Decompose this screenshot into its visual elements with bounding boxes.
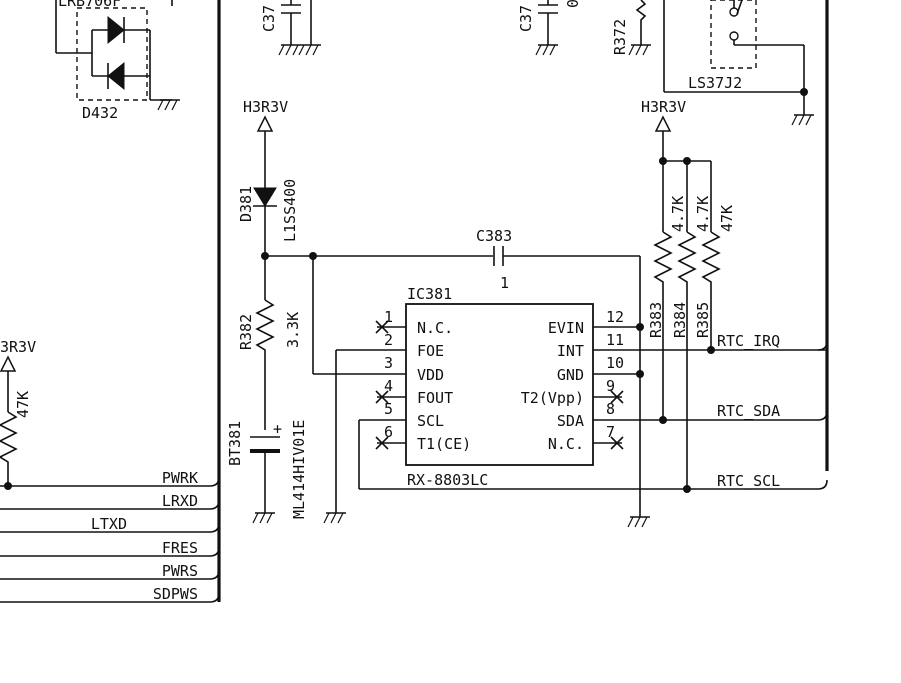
h3r3v-right-label: H3R3V <box>641 98 686 116</box>
ml414-label: ML414HIV01E <box>290 420 308 519</box>
pin-12-number: 12 <box>606 308 624 326</box>
net-pwrk: PWRK <box>162 469 198 487</box>
pin-10-number: 10 <box>606 354 624 372</box>
d432-label: D432 <box>82 104 118 122</box>
ic381-label: IC381 <box>407 285 452 303</box>
ic-part-label: RX-8803LC <box>407 471 488 489</box>
battery-bt381: + BT381 ML414HIV01E <box>226 420 308 524</box>
net-rtc-sda: RTC_SDA <box>717 402 780 420</box>
power-h3r3v-right: H3R3V <box>641 98 686 232</box>
pin-4-number: 4 <box>384 377 393 395</box>
net-fres: FRES <box>162 539 198 557</box>
d432-part-label: LRB706F <box>58 0 121 10</box>
ground-symbol-d432 <box>157 99 180 111</box>
r382-value: 3.3K <box>284 312 302 348</box>
r383-value: 4.7K <box>669 196 687 232</box>
resistor-left-47k: 47K <box>0 391 32 490</box>
r372-label: R372 <box>611 19 629 55</box>
ground-symbol-ic <box>627 516 650 528</box>
net-ltxd: LTXD <box>91 515 127 533</box>
pin-6-name: T1(CE) <box>417 435 471 453</box>
pin-12-name: EVIN <box>548 319 584 337</box>
r384-value: 4.7K <box>694 196 712 232</box>
net-rtc-irq: RTC_IRQ <box>717 332 780 350</box>
pin-2-name: FOE <box>417 342 444 360</box>
ground-symbol-foe <box>323 512 346 524</box>
pin-8-number: 8 <box>606 400 615 418</box>
resistor-r385: R385 47K <box>694 205 736 350</box>
bt381-label: BT381 <box>226 421 244 466</box>
c383-value: 1 <box>500 274 509 292</box>
ls37j2-label: LS37J2 <box>688 74 742 92</box>
r385-label: R385 <box>694 302 712 338</box>
r385-value: 47K <box>718 205 736 232</box>
ic-rx8803lc: IC381 RX-8803LC 1 2 3 4 5 6 N.C. FOE VDD… <box>359 285 827 489</box>
r383-label: R383 <box>647 302 665 338</box>
pin-1-name: N.C. <box>417 319 453 337</box>
power-3r3v-far-left: 3R3V <box>0 338 36 412</box>
resistor-r384: R384 4.7K <box>671 196 712 489</box>
junction-gnd <box>636 370 644 378</box>
c37-mid-value: 0 <box>564 0 582 8</box>
diode-d381: D381 L1SS400 <box>237 179 299 300</box>
pin-5-number: 5 <box>384 400 393 418</box>
pin-1-number: 1 <box>384 308 393 326</box>
pin-10-name: GND <box>557 366 584 384</box>
capacitor-c37-mid: C37 0 <box>517 0 582 56</box>
pin-3-name: VDD <box>417 366 444 384</box>
net-sdpws: SDPWS <box>153 585 198 603</box>
resistor-r372: R372 <box>611 0 651 56</box>
pin-4-name: FOUT <box>417 389 453 407</box>
h3r3v-left-label: H3R3V <box>243 98 288 116</box>
resistor-r382: R382 3.3K <box>237 299 302 430</box>
c37-mid-label: C37 <box>517 5 535 32</box>
junction-irq <box>707 346 715 354</box>
pin-11-number: 11 <box>606 331 624 349</box>
diode-pack-d432: LRB706F D432 <box>55 0 180 122</box>
3r3v-label: 3R3V <box>0 338 36 356</box>
left-47k-value: 47K <box>14 391 32 418</box>
d381-label: D381 <box>237 186 255 222</box>
pin-11-name: INT <box>557 342 584 360</box>
pin-3-number: 3 <box>384 354 393 372</box>
power-h3r3v-left: H3R3V <box>243 98 288 188</box>
pin-9-name: T2(Vpp) <box>521 389 584 407</box>
c383-label: C383 <box>476 227 512 245</box>
pin-5-name: SCL <box>417 412 444 430</box>
pin-8-name: SDA <box>557 412 584 430</box>
pin-2-number: 2 <box>384 331 393 349</box>
c37-left-label: C37 <box>260 5 278 32</box>
net-lrxd: LRXD <box>162 492 198 510</box>
r382-label: R382 <box>237 314 255 350</box>
junction-evin <box>636 323 644 331</box>
switch-ls37j2: LS37J2 <box>663 0 814 126</box>
capacitor-c383: C383 1 <box>476 227 641 517</box>
bt381-plus: + <box>273 420 282 438</box>
l1ss400-label: L1SS400 <box>281 179 299 242</box>
resistor-r383: R383 4.7K <box>647 196 687 420</box>
pin-9-number: 9 <box>606 377 615 395</box>
r384-label: R384 <box>671 302 689 338</box>
net-pwrs: PWRS <box>162 562 198 580</box>
capacitor-c37-left: C37 <box>260 0 321 56</box>
pin-6-number: 6 <box>384 423 393 441</box>
net-rtc-scl: RTC_SCL <box>717 472 780 490</box>
pin-7-name: N.C. <box>548 435 584 453</box>
pin-7-number: 7 <box>606 423 615 441</box>
